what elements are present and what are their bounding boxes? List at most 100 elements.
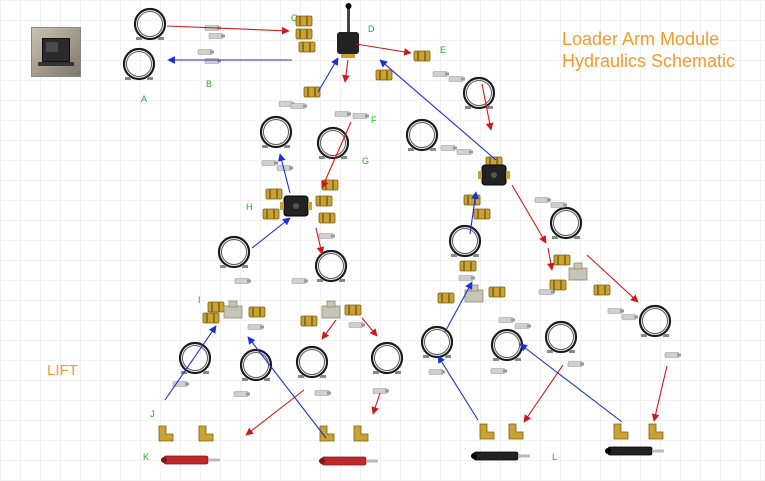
label-i: I xyxy=(198,295,201,305)
tee-fitting-icon xyxy=(464,284,484,303)
adapter-icon xyxy=(440,145,458,151)
adapter-icon xyxy=(348,322,366,328)
brass-fitting-icon xyxy=(344,304,362,316)
tee-fitting-icon xyxy=(223,300,243,319)
adapter-icon xyxy=(334,111,352,117)
hose-coil-icon xyxy=(217,235,251,270)
label-b: B xyxy=(206,79,213,89)
tee-fitting-icon xyxy=(321,300,341,319)
brass-fitting-icon xyxy=(549,279,567,291)
return-arrow xyxy=(469,191,479,235)
control-valve-icon xyxy=(337,3,359,58)
adapter-icon xyxy=(204,58,222,64)
adapter-icon xyxy=(234,278,252,284)
return-arrow xyxy=(247,336,327,439)
brass-fitting-icon xyxy=(553,254,571,266)
adapter-icon xyxy=(567,361,585,367)
label-a: A xyxy=(141,94,148,104)
label-l: L xyxy=(552,452,558,462)
brass-fitting-icon xyxy=(262,208,280,220)
adapter-icon xyxy=(372,388,390,394)
hose-coil-icon xyxy=(420,325,454,360)
brass-fitting-icon xyxy=(298,41,316,53)
adapter-icon xyxy=(534,197,552,203)
return-arrow xyxy=(317,57,339,93)
brass-fitting-icon xyxy=(303,86,321,98)
hose-coil-icon xyxy=(544,320,578,355)
pressure-arrows xyxy=(166,25,668,436)
label-e: E xyxy=(440,45,447,55)
hose-coil-icon xyxy=(549,206,583,241)
pressure-arrow xyxy=(361,317,378,337)
adapter-icon xyxy=(276,165,294,171)
elbow-fitting-icon xyxy=(648,423,664,440)
hose-coil-icon xyxy=(638,304,672,339)
pressure-arrow xyxy=(342,59,350,83)
hose-coil-icon xyxy=(462,76,496,111)
label-g: G xyxy=(362,156,370,166)
schematic-title: Loader Arm Module Hydraulics Schematic xyxy=(562,28,735,72)
title-line-2: Hydraulics Schematic xyxy=(562,51,736,71)
power-unit-photo xyxy=(31,27,81,77)
hose-coil-icon xyxy=(448,224,482,259)
return-arrow xyxy=(519,343,623,423)
brass-fitting-icon xyxy=(488,286,506,298)
title-line-1: Loader Arm Module xyxy=(562,29,720,49)
adapter-icon xyxy=(352,113,370,119)
hydraulic-cylinder-icon xyxy=(470,451,531,461)
adapter-icon xyxy=(550,202,568,208)
brass-fitting-icon xyxy=(315,195,333,207)
hose-coil-icon xyxy=(122,47,156,82)
pressure-arrow xyxy=(511,184,547,244)
pressure-arrow xyxy=(315,227,325,255)
hose-coil-icon xyxy=(259,115,293,150)
label-c: C xyxy=(291,13,298,23)
brass-fitting-icon xyxy=(463,194,481,206)
return-arrows xyxy=(164,56,623,439)
adapter-icon xyxy=(314,390,332,396)
label-h: H xyxy=(246,202,253,212)
hose-coil-icon xyxy=(490,328,524,363)
return-arrow xyxy=(379,59,497,161)
hydraulic-cylinder-icon xyxy=(604,446,665,456)
lift-label: LIFT xyxy=(47,362,78,379)
adapter-icon xyxy=(538,289,556,295)
elbow-fitting-icon xyxy=(198,425,214,442)
return-arrow xyxy=(444,281,473,333)
adapter-icon xyxy=(458,275,476,281)
adapter-icon xyxy=(607,308,625,314)
adapter-icon xyxy=(208,33,226,39)
elbow-fitting-icon xyxy=(613,423,629,440)
flow-divider-valve-icon xyxy=(477,164,511,186)
pressure-arrow xyxy=(321,121,352,189)
pressure-arrow xyxy=(523,364,564,423)
hose-coil-icon xyxy=(316,126,350,161)
return-arrow xyxy=(437,355,479,421)
adapter-icon xyxy=(490,368,508,374)
hose-coil-icon xyxy=(178,341,212,376)
adapter-icon xyxy=(498,317,516,323)
brass-fitting-icon xyxy=(593,284,611,296)
elbow-fitting-icon xyxy=(353,425,369,442)
adapter-icon xyxy=(247,324,265,330)
adapter-icon xyxy=(197,49,215,55)
adapter-icon xyxy=(428,369,446,375)
brass-fitting-icon xyxy=(437,292,455,304)
hose-coil-icon xyxy=(314,249,348,284)
adapter-icon xyxy=(514,323,532,329)
pressure-arrow xyxy=(651,365,668,422)
adapter-icon xyxy=(290,103,308,109)
brass-fitting-icon xyxy=(318,212,336,224)
pressure-arrow xyxy=(546,247,555,271)
brass-fitting-icon xyxy=(207,301,225,313)
hose-coil-icon xyxy=(133,7,167,42)
pressure-arrow xyxy=(166,25,290,35)
flow-divider-valve-icon xyxy=(279,195,313,217)
hose-coil-icon xyxy=(295,345,329,380)
label-k: K xyxy=(143,452,150,462)
adapter-icon xyxy=(664,352,682,358)
hose-coil-icon xyxy=(370,341,404,376)
brass-fitting-icon xyxy=(300,315,318,327)
elbow-fitting-icon xyxy=(508,423,524,440)
